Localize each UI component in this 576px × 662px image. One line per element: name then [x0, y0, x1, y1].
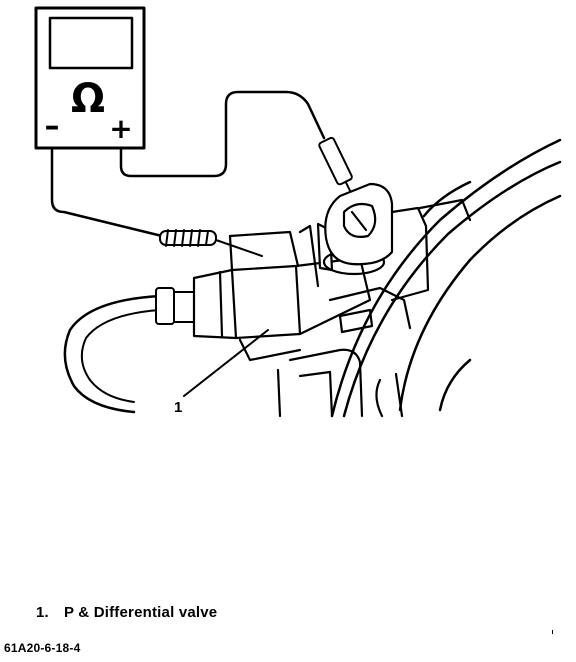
positive-test-lead	[119, 90, 326, 178]
ohm-symbol: Ω	[71, 76, 105, 122]
tube-fitting	[155, 287, 195, 325]
figure-id: 61A20-6-18-4	[4, 641, 81, 655]
ohmmeter-display	[48, 16, 134, 70]
brake-booster	[330, 138, 562, 418]
valve-test-illustration: Ω – +	[34, 6, 562, 418]
p-and-differential-valve	[192, 224, 372, 362]
legend-item-text: P & Differential valve	[64, 604, 218, 621]
negative-test-lead	[50, 146, 164, 238]
brake-line	[63, 294, 162, 414]
ohmmeter-body	[34, 6, 146, 150]
legend-item-1: 1. P & Differential valve	[36, 604, 217, 621]
callout-1-label: 1	[174, 399, 182, 416]
scan-mark	[552, 630, 553, 634]
warning-switch-connector	[316, 182, 394, 276]
callout-1-leader	[183, 329, 269, 397]
negative-probe	[159, 229, 263, 257]
ohmmeter: Ω – +	[34, 6, 146, 150]
negative-terminal-label: –	[45, 109, 60, 144]
legend-item-number: 1.	[36, 604, 49, 621]
positive-terminal-label: +	[109, 112, 132, 145]
